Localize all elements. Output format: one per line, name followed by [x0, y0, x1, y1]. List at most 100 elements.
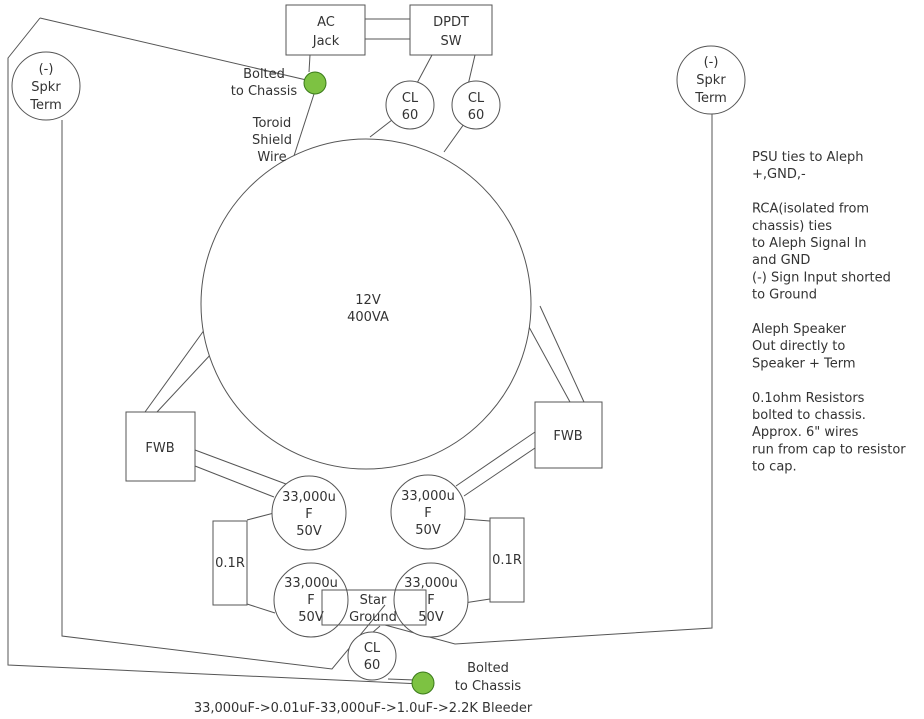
- note-line: RCA(isolated from: [752, 202, 869, 217]
- note-line: (-) Sign Input shorted: [752, 270, 891, 285]
- note-line: and GND: [752, 253, 810, 268]
- cl60-b-label-1: CL: [468, 91, 485, 106]
- wire-cap-ul-to-r-left: [246, 512, 275, 521]
- star-ground: Star Ground: [321, 589, 427, 626]
- cl60-bottom-label-2: 60: [364, 658, 381, 673]
- wire-r-left-to-cap-ll: [246, 603, 276, 614]
- note-line: run from cap to resistor: [752, 442, 906, 457]
- cap-lr-label-2: F: [427, 593, 434, 608]
- note-line: +,GND,-: [752, 167, 806, 182]
- wire-fwb-left-to-cap-2: [194, 465, 275, 498]
- note-line: Approx. 6" wires: [752, 425, 859, 440]
- star-ground-label-2: Ground: [349, 610, 397, 625]
- resistor-left: 0.1R: [212, 520, 248, 606]
- cap-upper-left: 33,000u F 50V: [271, 475, 347, 551]
- wire-toroid-to-fwb-left-1: [144, 321, 211, 413]
- cap-lower-left: 33,000u F 50V: [273, 562, 349, 638]
- cap-lower-right: 33,000u F 50V: [393, 562, 469, 638]
- cap-lr-label-3: 50V: [418, 610, 444, 625]
- ac-jack-label-1: AC: [317, 15, 335, 30]
- toroid-shield-line-2: Shield: [252, 133, 292, 148]
- dpdt-switch-label-1: DPDT: [433, 15, 469, 30]
- cl60-thermistor-bottom: CL 60: [347, 631, 397, 681]
- note-line: chassis) ties: [752, 219, 832, 234]
- bolted-to-chassis-top-label: Bolted to Chassis: [231, 67, 298, 99]
- cl60-bottom-label-1: CL: [364, 641, 381, 656]
- wire-fwb-left-to-cap-1: [194, 449, 287, 485]
- ac-jack: AC Jack: [285, 4, 366, 56]
- cap-ll-label-1: 33,000u: [284, 576, 338, 591]
- wire-chassis-to-top-bolt: [39, 17, 316, 83]
- spkr-left-label-3: Term: [29, 98, 62, 113]
- cap-ur-label-1: 33,000u: [401, 489, 455, 504]
- cap-ul-label-3: 50V: [296, 524, 322, 539]
- spkr-term-left: (-) Spkr Term: [11, 51, 81, 121]
- wire-cl60-a-to-toroid: [369, 119, 393, 138]
- wire-switch-to-cl60-a: [415, 54, 433, 86]
- note-line: 0.1ohm Resistors: [752, 391, 865, 406]
- note-line: bolted to chassis.: [752, 408, 866, 423]
- bolted-top-line-2: to Chassis: [231, 84, 298, 99]
- wire-ac-to-bolt: [308, 54, 311, 73]
- chassis-bolt-bottom-icon: [411, 671, 435, 695]
- note-line: Speaker + Term: [752, 356, 856, 371]
- chassis-bolt-top-icon: [303, 71, 327, 95]
- cap-ll-label-2: F: [307, 593, 314, 608]
- toroid-shield-wire-label: Toroid Shield Wire: [252, 116, 292, 165]
- fwb-left: FWB: [125, 411, 196, 482]
- cl60-thermistor-b: CL 60: [451, 80, 501, 130]
- bolted-top-line-1: Bolted: [243, 67, 285, 82]
- bolted-bottom-line-1: Bolted: [467, 661, 509, 676]
- resistor-right-label: 0.1R: [492, 553, 522, 568]
- cl60-thermistor-a: CL 60: [385, 80, 435, 130]
- note-line: Aleph Speaker: [752, 322, 847, 337]
- bolted-bottom-line-2: to Chassis: [455, 679, 522, 694]
- toroid-shield-line-1: Toroid: [252, 116, 292, 131]
- dpdt-switch: DPDT SW: [409, 4, 493, 56]
- cl60-a-label-1: CL: [402, 91, 419, 106]
- wire-switch-to-cl60-b: [467, 54, 476, 86]
- dpdt-switch-label-2: SW: [440, 34, 461, 49]
- wire-toroid-to-fwb-right-2: [522, 315, 571, 403]
- wire-fwb-right-to-cap-2: [463, 447, 536, 497]
- toroid-shield-line-3: Wire: [257, 150, 286, 165]
- fwb-right: FWB: [534, 401, 603, 469]
- cap-ur-label-3: 50V: [415, 523, 441, 538]
- cap-upper-right: 33,000u F 50V: [390, 474, 466, 550]
- wire-toroid-shield: [291, 93, 315, 163]
- cl60-a-label-2: 60: [402, 108, 419, 123]
- wire-cl60-b-to-toroid: [443, 123, 465, 153]
- cl60-b-label-2: 60: [468, 108, 485, 123]
- note-line: to Aleph Signal In: [752, 236, 866, 251]
- wire-chassis-outer-left: [7, 17, 423, 685]
- wiring: [7, 17, 713, 685]
- note-line: to cap.: [752, 460, 797, 475]
- spkr-left-label-1: (-): [39, 62, 54, 77]
- wiring-notes: PSU ties to Aleph +,GND,- RCA(isolated fro…: [752, 150, 906, 475]
- spkr-term-right: (-) Spkr Term: [676, 45, 746, 115]
- cap-ur-label-2: F: [424, 506, 431, 521]
- spkr-right-label-1: (-): [704, 55, 719, 70]
- wire-cap-ur-to-r-right: [463, 518, 491, 522]
- resistor-right: 0.1R: [489, 517, 525, 603]
- toroid-transformer: 12V 400VA: [200, 138, 532, 470]
- wire-toroid-to-fwb-right-1: [539, 305, 585, 403]
- cap-lr-label-1: 33,000u: [404, 576, 458, 591]
- cap-ul-label-1: 33,000u: [282, 490, 336, 505]
- fwb-right-label: FWB: [553, 429, 582, 444]
- wire-cl60-to-bolt: [387, 678, 416, 681]
- bolted-to-chassis-bottom-label: Bolted to Chassis: [455, 661, 522, 694]
- fwb-left-label: FWB: [145, 441, 174, 456]
- transformer-label-1: 12V: [355, 293, 381, 308]
- cap-ll-label-3: 50V: [298, 610, 324, 625]
- spkr-right-label-3: Term: [694, 91, 727, 106]
- spkr-right-label-2: Spkr: [696, 73, 726, 88]
- transformer-label-2: 400VA: [347, 310, 389, 325]
- spkr-left-label-2: Spkr: [31, 80, 61, 95]
- bleeder-caption: 33,000uF->0.01uF-33,000uF->1.0uF->2.2K B…: [194, 701, 533, 716]
- wire-fwb-right-to-cap-1: [455, 431, 536, 487]
- note-line: Out directly to: [752, 339, 845, 354]
- resistor-left-label: 0.1R: [215, 556, 245, 571]
- note-line: PSU ties to Aleph: [752, 150, 864, 165]
